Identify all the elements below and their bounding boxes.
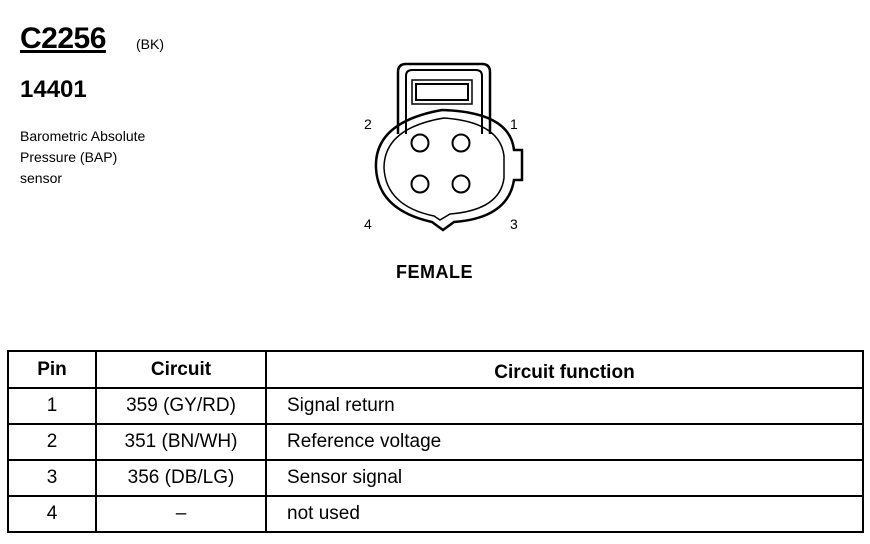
pin-label-1: 1 <box>510 116 518 132</box>
connector-face-drawing <box>374 62 524 232</box>
pin-cavity-1 <box>451 133 471 153</box>
description-line: Pressure (BAP) <box>20 149 118 165</box>
connector-color: (BK) <box>136 36 164 52</box>
connector-latch-outer <box>396 62 492 134</box>
part-number: 14401 <box>20 76 87 103</box>
header-pin: Pin <box>7 350 97 389</box>
cell-circuit: 359 (GY/RD) <box>95 387 267 425</box>
header-circuit: Circuit <box>95 350 267 389</box>
pin-cavity-2 <box>410 133 430 153</box>
cell-pin: 2 <box>7 423 97 461</box>
description-line: sensor <box>20 170 63 186</box>
cell-function: Sensor signal <box>265 459 864 497</box>
pin-label-2: 2 <box>364 116 372 132</box>
connector-body-inner <box>383 117 505 221</box>
component-description: Barometric Absolute Pressure (BAP) senso… <box>20 126 220 189</box>
description-line: Barometric Absolute <box>20 128 146 144</box>
cell-function: Signal return <box>265 387 864 425</box>
pin-label-4: 4 <box>364 216 372 232</box>
cell-pin: 3 <box>7 459 97 497</box>
connector-gender-label: FEMALE <box>396 262 473 282</box>
pin-table: Pin Circuit Circuit function 1 359 (GY/R… <box>7 350 864 533</box>
header-circuit-function: Circuit function <box>265 350 864 389</box>
table-row: 3 356 (DB/LG) Sensor signal <box>7 459 864 497</box>
connector-latch-tab <box>415 83 469 101</box>
table-row: 2 351 (BN/WH) Reference voltage <box>7 423 864 461</box>
pin-cavity-3 <box>451 174 471 194</box>
table-row: 4 – not used <box>7 495 864 533</box>
connector-body <box>374 108 524 232</box>
table-row: 1 359 (GY/RD) Signal return <box>7 387 864 425</box>
cell-circuit: 351 (BN/WH) <box>95 423 267 461</box>
cell-circuit: – <box>95 495 267 533</box>
cell-pin: 1 <box>7 387 97 425</box>
pin-cavity-4 <box>410 174 430 194</box>
cell-pin: 4 <box>7 495 97 533</box>
cell-function: not used <box>265 495 864 533</box>
connector-latch-bar <box>411 79 473 105</box>
cell-function: Reference voltage <box>265 423 864 461</box>
pin-label-3: 3 <box>510 216 518 232</box>
connector-id: C2256 <box>20 22 106 55</box>
connector-latch-inner <box>405 69 483 134</box>
cell-circuit: 356 (DB/LG) <box>95 459 267 497</box>
table-header-row: Pin Circuit Circuit function <box>7 350 864 389</box>
